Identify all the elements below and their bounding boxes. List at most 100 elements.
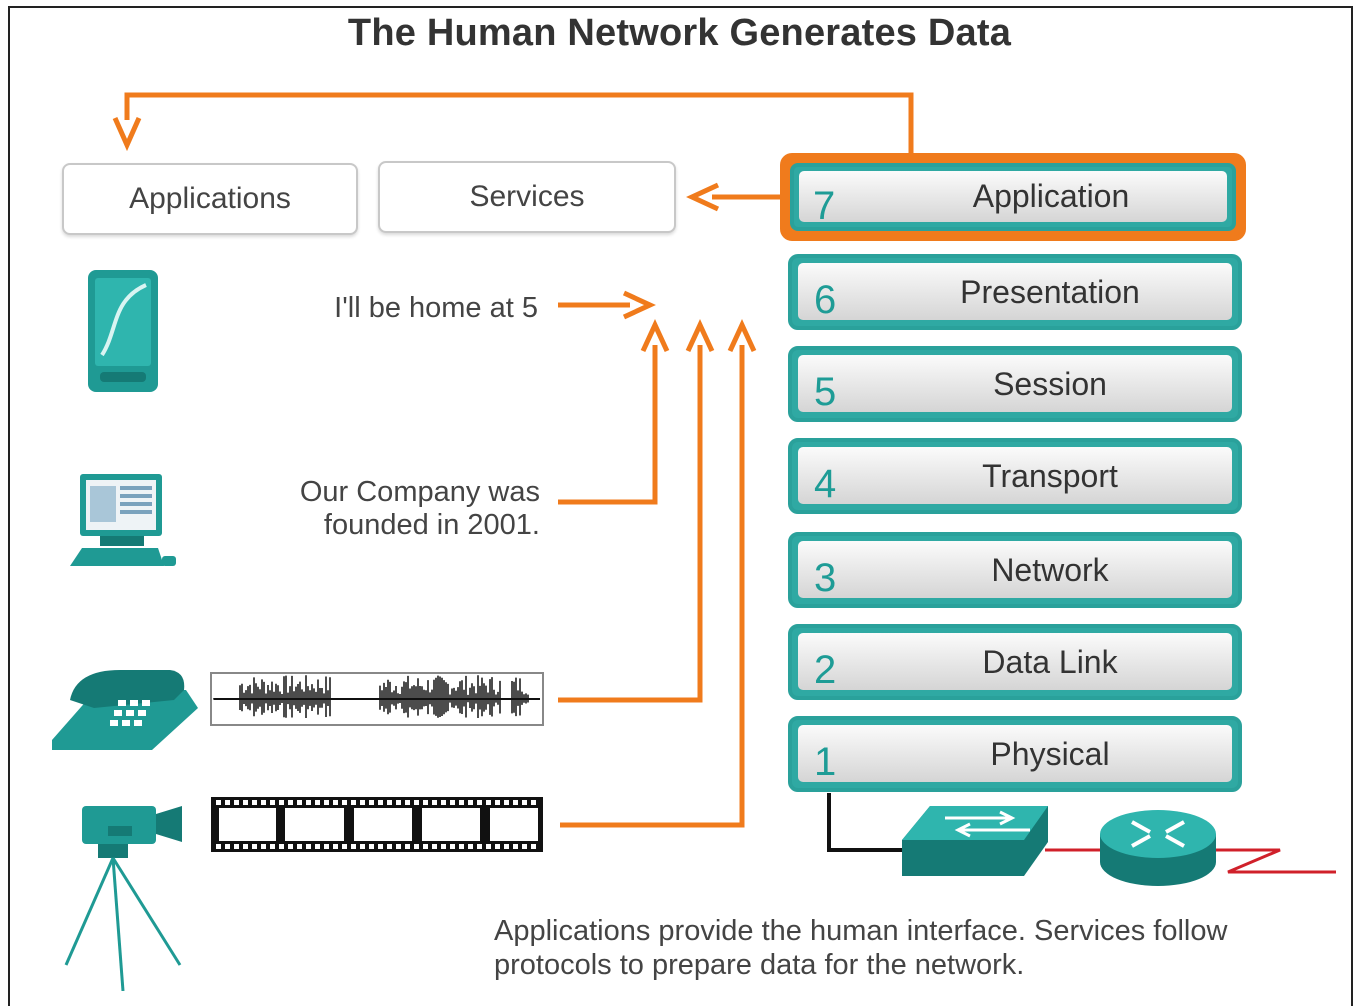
sprocket-hole bbox=[279, 844, 284, 849]
sprocket-hole bbox=[495, 800, 500, 805]
sprocket-hole bbox=[252, 844, 257, 849]
sprocket-hole bbox=[477, 844, 482, 849]
sprocket-hole bbox=[279, 800, 284, 805]
sprocket-hole bbox=[234, 844, 239, 849]
sprocket-hole bbox=[315, 844, 320, 849]
sprocket-hole bbox=[270, 800, 275, 805]
layer-transport: 4 Transport bbox=[788, 438, 1242, 514]
arrow-to-applications bbox=[124, 92, 914, 155]
sprocket-hole bbox=[396, 800, 401, 805]
sprocket-hole bbox=[378, 844, 383, 849]
physical-wiring bbox=[827, 793, 1336, 874]
sprocket-hole bbox=[216, 800, 221, 805]
arrow-video bbox=[560, 345, 745, 828]
sprocket-hole bbox=[369, 844, 374, 849]
sprocket-hole bbox=[333, 800, 338, 805]
caption-line1: Applications provide the human interface… bbox=[494, 915, 1228, 947]
arrow-text2 bbox=[558, 345, 658, 505]
arrow-voice bbox=[558, 345, 703, 703]
sprocket-hole bbox=[504, 800, 509, 805]
sprocket-hole bbox=[387, 844, 392, 849]
layer-name: Data Link bbox=[982, 644, 1118, 680]
sprocket-hole bbox=[369, 800, 374, 805]
applications-box: Applications bbox=[62, 163, 358, 235]
sprocket-hole bbox=[486, 844, 491, 849]
layer-number: 1 bbox=[814, 740, 837, 784]
sprocket-hole bbox=[288, 844, 293, 849]
layer-number: 7 bbox=[813, 184, 836, 228]
sprocket-hole bbox=[270, 844, 275, 849]
services-box: Services bbox=[378, 161, 676, 233]
sprocket-hole bbox=[423, 844, 428, 849]
flow-arrows bbox=[112, 92, 914, 828]
layer-number: 3 bbox=[814, 556, 837, 600]
layer-physical: 1 Physical bbox=[788, 716, 1242, 792]
arrow-to-applications-head bbox=[112, 116, 142, 152]
layer-name: Presentation bbox=[960, 274, 1140, 310]
arrow-to-services-head bbox=[686, 182, 720, 212]
sprocket-hole bbox=[225, 844, 230, 849]
sprocket-hole bbox=[513, 844, 518, 849]
layer-name: Session bbox=[993, 366, 1107, 402]
sprocket-hole bbox=[423, 800, 428, 805]
sprocket-hole bbox=[414, 800, 419, 805]
layer-name: Transport bbox=[982, 458, 1118, 494]
sprocket-hole bbox=[522, 800, 527, 805]
sprocket-hole bbox=[513, 800, 518, 805]
sprocket-hole bbox=[360, 844, 365, 849]
sprocket-hole bbox=[414, 844, 419, 849]
sprocket-hole bbox=[468, 800, 473, 805]
sprocket-hole bbox=[459, 800, 464, 805]
sprocket-hole bbox=[504, 844, 509, 849]
sprocket-hole bbox=[261, 844, 266, 849]
sprocket-hole bbox=[441, 844, 446, 849]
diagram-frame bbox=[8, 6, 1353, 1006]
sprocket-hole bbox=[243, 844, 248, 849]
sprocket-hole bbox=[405, 844, 410, 849]
sprocket-hole bbox=[378, 800, 383, 805]
sprocket-hole bbox=[297, 800, 302, 805]
sprocket-hole bbox=[297, 844, 302, 849]
document-text-line1: Our Company was bbox=[299, 476, 540, 508]
caption: Applications provide the human interface… bbox=[494, 914, 1294, 982]
sprocket-hole bbox=[387, 800, 392, 805]
diagram-title: The Human Network Generates Data bbox=[347, 12, 1012, 54]
sprocket-hole bbox=[261, 800, 266, 805]
sprocket-hole bbox=[432, 800, 437, 805]
sprocket-hole bbox=[288, 800, 293, 805]
sprocket-hole bbox=[405, 800, 410, 805]
layer-application: 7 Application bbox=[780, 153, 1246, 241]
layer-session: 5 Session bbox=[788, 346, 1242, 422]
sprocket-hole bbox=[306, 844, 311, 849]
sprocket-hole bbox=[459, 844, 464, 849]
sprocket-hole bbox=[495, 844, 500, 849]
sprocket-hole bbox=[450, 844, 455, 849]
sprocket-hole bbox=[360, 800, 365, 805]
sprocket-hole bbox=[234, 800, 239, 805]
sprocket-hole bbox=[225, 800, 230, 805]
arrow-text2-head bbox=[640, 319, 670, 353]
sprocket-hole bbox=[324, 800, 329, 805]
layer-number: 5 bbox=[814, 370, 837, 414]
sprocket-hole bbox=[252, 800, 257, 805]
layer-number: 6 bbox=[814, 278, 837, 322]
sprocket-hole bbox=[342, 800, 347, 805]
sprocket-hole bbox=[324, 844, 329, 849]
layer-name: Application bbox=[972, 178, 1130, 214]
layer-presentation: 6 Presentation bbox=[788, 254, 1242, 330]
arrow-text1-head bbox=[622, 290, 656, 320]
sprocket-hole bbox=[396, 844, 401, 849]
caption-line2: protocols to prepare data for the networ… bbox=[494, 949, 1025, 981]
sprocket-hole bbox=[216, 844, 221, 849]
document-text-line2: founded in 2001. bbox=[323, 509, 540, 541]
router-icon bbox=[1100, 810, 1216, 886]
pda-icon bbox=[88, 270, 158, 392]
sprocket-hole bbox=[351, 844, 356, 849]
sprocket-hole bbox=[306, 800, 311, 805]
sprocket-hole bbox=[477, 800, 482, 805]
layer-number: 4 bbox=[814, 462, 837, 506]
sprocket-hole bbox=[351, 800, 356, 805]
video-camera-icon bbox=[64, 806, 182, 991]
text-message: I'll be home at 5 bbox=[334, 292, 538, 324]
